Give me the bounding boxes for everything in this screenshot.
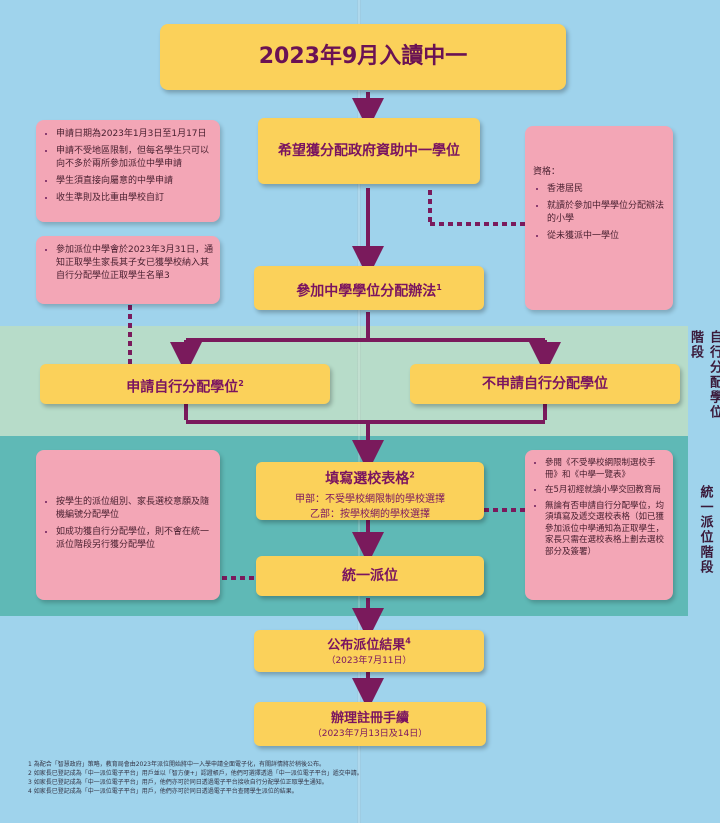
footnote-ref: 2 <box>238 379 244 388</box>
note-item: 參加派位中學會於2023年3月31日，通知正取學生家長其子女已獲學校納入其自行分… <box>56 244 214 283</box>
footnote-ref: 2 <box>409 470 415 480</box>
note-item: 香港居民 <box>547 183 665 196</box>
note-item: 學生須直接向屬意的中學申請 <box>56 175 214 188</box>
page-fold <box>357 0 361 823</box>
step-join-scheme: 參加中學學位分配辦法1 <box>254 266 484 310</box>
note-item: 參閱《不受學校網限制選校手冊》和《中學一覽表》 <box>545 458 667 481</box>
note-item: 收生準則及比重由學校自訂 <box>56 192 214 205</box>
result-date: （2023年7月11日） <box>326 656 412 666</box>
step-registration-label: 辦理註冊手續 <box>330 711 409 726</box>
footnotes: 1 為配合「智慧政府」策略，教育局會由2023年派位開始將中一入學申請全面電子化… <box>28 760 668 796</box>
note-item: 從未獲派中一學位 <box>547 230 665 243</box>
footnote-4: 4 如家長已登記成為「中一派位電子平台」用戶，他們亦可於同日透過電子平台查閱學生… <box>28 788 298 795</box>
step-govt-place-label: 希望獲分配政府資助中一學位 <box>278 143 460 159</box>
note-dp-application: 申請日期為2023年1月3日至1月17日 申請不受地區限制，但每名學生只可以向不… <box>36 120 220 222</box>
title-box: 2023年9月入讀中一 <box>160 24 566 90</box>
page-title: 2023年9月入讀中一 <box>258 44 468 69</box>
step-dp-apply-label: 申請自行分配學位 <box>126 379 239 396</box>
stage-label-discretionary: 自行分配學位階段 <box>688 330 720 420</box>
step-allocation-result: 公布派位結果4 （2023年7月11日） <box>254 630 484 672</box>
step-central-allocation: 統一派位 <box>256 556 484 596</box>
note-item: 如成功獲自行分配學位，則不會在統一派位階段另行獲分配學位 <box>56 526 214 552</box>
note-central-allocation: 按學生的派位組別、家長選校意願及隨機編號分配學位 如成功獲自行分配學位，則不會在… <box>36 450 220 600</box>
note-item: 就讀於參加中學學位分配辦法的小學 <box>547 200 665 226</box>
step-dp-not-apply-label: 不申請自行分配學位 <box>482 376 608 392</box>
step-choice-form: 填寫選校表格2 甲部：不受學校網限制的學校選擇 乙部：按學校網的學校選擇 <box>256 462 484 520</box>
step-join-scheme-label: 參加中學學位分配辦法 <box>296 283 437 300</box>
step-dp-not-apply: 不申請自行分配學位 <box>410 364 680 404</box>
note-dp-result: 參加派位中學會於2023年3月31日，通知正取學生家長其子女已獲學校納入其自行分… <box>36 236 220 304</box>
step-allocation-result-label: 公布派位結果 <box>327 638 406 653</box>
eligibility-title: 資格： <box>533 167 561 177</box>
note-item: 無論有否申請自行分配學位，均須填寫及遞交選校表格（如已獲參加派位中學通知為正取學… <box>545 501 667 559</box>
step-dp-apply: 申請自行分配學位2 <box>40 364 330 404</box>
stage-label-central: 統一派位階段 <box>697 485 713 575</box>
footnote-2: 2 如家長已登記成為「中一派位電子平台」用戶並以「智方便+」認證帳戶，他們可選擇… <box>28 770 363 777</box>
footnote-ref: 1 <box>436 283 442 292</box>
part-b-label: 乙部：按學校網的學校選擇 <box>310 509 430 520</box>
footnote-ref: 4 <box>405 636 411 646</box>
step-registration: 辦理註冊手續 （2023年7月13日及14日） <box>254 702 486 746</box>
footnote-1: 1 為配合「智慧政府」策略，教育局會由2023年派位開始將中一入學申請全面電子化… <box>28 761 325 768</box>
note-choice-form-info: 參閱《不受學校網限制選校手冊》和《中學一覽表》 在5月初經就讀小學交回教育局 無… <box>525 450 673 600</box>
part-a-label: 甲部：不受學校網限制的學校選擇 <box>295 494 445 505</box>
step-choice-form-label: 填寫選校表格 <box>325 471 410 487</box>
step-govt-place: 希望獲分配政府資助中一學位 <box>258 118 480 184</box>
register-date: （2023年7月13日及14日） <box>312 729 428 739</box>
footnote-3: 3 如家長已登記成為「中一派位電子平台」用戶，他們亦可於同日透過電子平台接收自行… <box>28 779 328 786</box>
step-central-allocation-label: 統一派位 <box>342 568 398 584</box>
note-item: 申請日期為2023年1月3日至1月17日 <box>56 128 214 141</box>
note-item: 在5月初經就讀小學交回教育局 <box>545 485 667 497</box>
note-eligibility: 資格： 香港居民 就讀於參加中學學位分配辦法的小學 從未獲派中一學位 <box>525 126 673 310</box>
note-item: 申請不受地區限制，但每名學生只可以向不多於兩所參加派位中學申請 <box>56 145 214 171</box>
note-item: 按學生的派位組別、家長選校意願及隨機編號分配學位 <box>56 496 214 522</box>
